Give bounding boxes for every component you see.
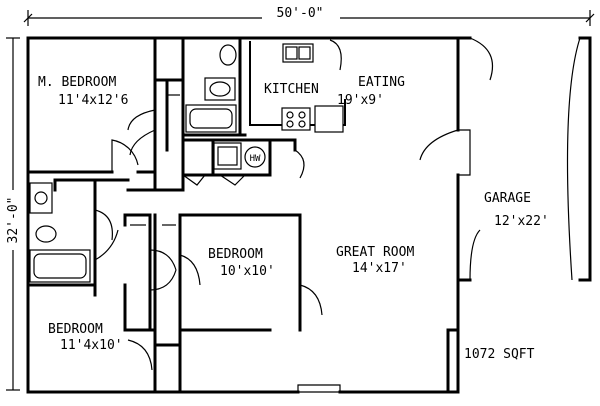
toilet-icon: [219, 44, 237, 66]
room-bedroom-3-size: 11'4x10': [60, 338, 123, 353]
interior-walls: [26, 36, 460, 394]
refrigerator-icon: [314, 105, 344, 133]
room-eating-name: EATING: [358, 75, 405, 90]
depth-dimension-label: 32'-0": [6, 197, 21, 244]
room-great-room-name: GREAT ROOM: [336, 245, 414, 260]
area-label: 1072 SQFT: [464, 347, 535, 362]
room-bedroom-2-name: BEDROOM: [208, 247, 263, 262]
garage-doors: [419, 37, 581, 281]
room-eating-size: 19'x9': [337, 93, 384, 108]
room-bedroom-2-size: 10'x10': [220, 264, 275, 279]
room-m-bedroom-size: 11'4x12'6: [58, 93, 128, 108]
room-m-bedroom-name: M. BEDROOM: [38, 75, 116, 90]
range-icon: [281, 107, 311, 131]
depth-dimension: 32'-0": [2, 37, 22, 391]
room-great-room-size: 14'x17': [352, 261, 407, 276]
room-labels: M. BEDROOM 11'4x12'6 KITCHEN EATING 19'x…: [38, 75, 549, 362]
room-garage-name: GARAGE: [484, 191, 531, 206]
sink-icon: [209, 81, 231, 97]
width-dimension-label: 50'-0": [277, 6, 324, 21]
room-bedroom-3-name: BEDROOM: [48, 322, 103, 337]
exterior-walls: [26, 36, 592, 394]
water-heater-label: HW: [250, 154, 261, 164]
room-garage-size: 12'x22': [494, 214, 549, 229]
fixtures: HW: [29, 39, 346, 283]
room-kitchen-name: KITCHEN: [264, 82, 319, 97]
hall-toilet-icon: [35, 225, 57, 243]
width-dimension: 50'-0": [23, 4, 595, 26]
water-heater-icon: [244, 146, 266, 168]
doors: [94, 109, 341, 393]
